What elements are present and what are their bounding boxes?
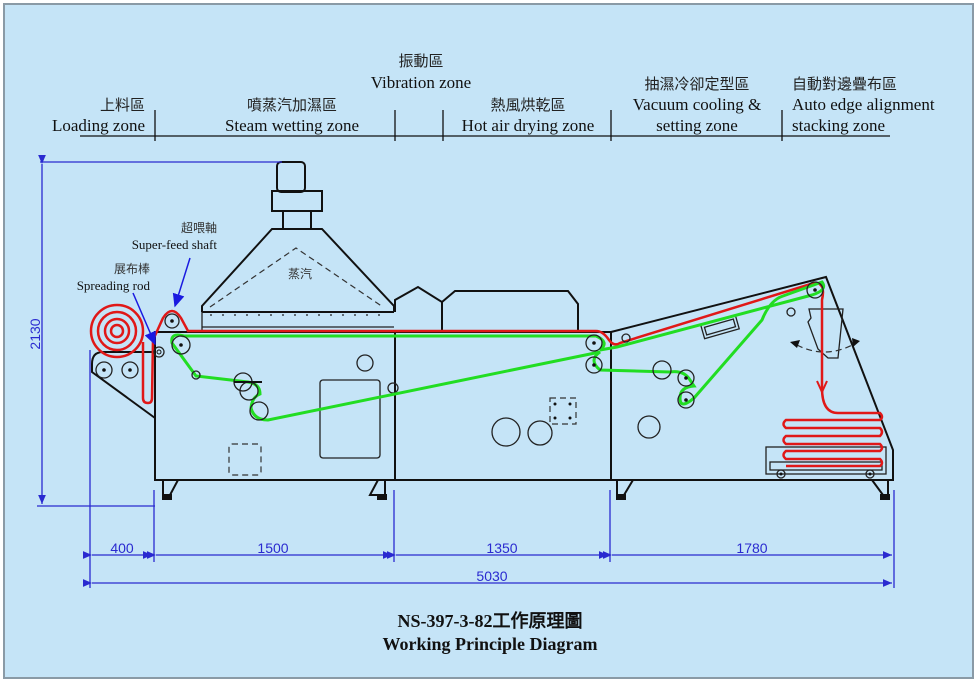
- fabric-line: [141, 281, 825, 405]
- zone-en-label: Hot air drying zone: [462, 116, 595, 135]
- zone-stacking: 自動對邊疊布區 Auto edge alignment stacking zon…: [792, 75, 935, 135]
- belt-path: [170, 280, 826, 422]
- diagram-title: NS-397-3-82工作原理圖 Working Principle Diagr…: [383, 610, 598, 654]
- steam-hood: 蒸汽: [201, 161, 395, 332]
- zone-header: 上料區 Loading zone 噴蒸汽加濕區 Steam wetting zo…: [52, 52, 935, 141]
- zone-en-label: stacking zone: [792, 116, 885, 135]
- superfeed-arrow-icon: [172, 257, 191, 308]
- callout-spreading: 展布棒 Spreading rod: [77, 262, 156, 346]
- zone-en-label: Steam wetting zone: [225, 116, 359, 135]
- vibration-hood: [394, 285, 443, 332]
- stacked-fabric: [782, 387, 884, 468]
- pulley: [387, 382, 399, 394]
- zone-cn-label: 熱風烘乾區: [490, 96, 565, 114]
- belt-line: [170, 280, 826, 422]
- rollers: [95, 281, 824, 421]
- zone-cn-label: 上料區: [100, 96, 145, 114]
- spreading-arrow-icon: [132, 292, 156, 346]
- zone-cn-label: 自動對邊疊布區: [792, 75, 897, 93]
- access-panel: [319, 379, 381, 459]
- swing-arc: [796, 342, 857, 353]
- dim-loading: 400: [110, 540, 134, 556]
- superfeed-en: Super-feed shaft: [132, 237, 218, 252]
- steam-label: 蒸汽: [288, 266, 312, 281]
- steam-fan-housing: [271, 190, 323, 212]
- pulley: [637, 415, 661, 439]
- fan-box: [549, 397, 577, 425]
- motor-box: [228, 443, 262, 476]
- zone-en-label: Vacuum cooling &: [633, 95, 761, 114]
- spreading-cn: 展布棒: [114, 262, 150, 276]
- fabric-path: [89, 281, 884, 468]
- zone-cn-label: 抽濕冷卻定型區: [644, 75, 749, 93]
- fabric-roll: [89, 303, 145, 359]
- swing-arrow-right-icon: [852, 338, 860, 347]
- drive-wheel: [527, 420, 553, 446]
- title-model: NS-397-3-82工作原理圖: [398, 610, 583, 631]
- zone-hotair: 熱風烘乾區 Hot air drying zone: [462, 96, 595, 135]
- zone-en-label: Loading zone: [52, 116, 145, 135]
- zone-cn-label: 噴蒸汽加濕區: [247, 96, 337, 114]
- super-feed-shaft: [164, 313, 180, 329]
- height-dim: 2130: [27, 318, 43, 349]
- drive-wheel: [491, 417, 521, 447]
- callout-superfeed: 超喂軸 Super-feed shaft: [132, 220, 218, 308]
- superfeed-cn: 超喂軸: [181, 220, 217, 235]
- dim-steam: 1500: [257, 540, 288, 556]
- zone-en-label: setting zone: [656, 116, 738, 135]
- title-subtitle: Working Principle Diagram: [383, 634, 598, 654]
- hot-air-hood: [441, 290, 579, 332]
- dim-cooling: 1780: [736, 540, 767, 556]
- cooling-stacking-cabinet: [610, 275, 894, 481]
- stacking-table: [765, 446, 887, 475]
- machine-legs: [162, 479, 890, 500]
- pulley: [356, 354, 374, 372]
- spreading-rod: [153, 346, 165, 358]
- zone-en-label: Auto edge alignment: [792, 95, 935, 114]
- dim-hotair: 1350: [486, 540, 517, 556]
- zone-steam: 噴蒸汽加濕區 Steam wetting zone: [225, 96, 359, 135]
- swing-arrow-left-icon: [790, 340, 800, 348]
- main-cabinet: [154, 331, 612, 481]
- zone-vibration: 振動區 Vibration zone: [371, 52, 471, 92]
- dim-total: 5030: [476, 568, 507, 584]
- dimensions: 2130 400 1500 1350 1780 5030: [27, 154, 895, 588]
- steam-chimney: [276, 161, 306, 193]
- spreading-en: Spreading rod: [77, 278, 151, 293]
- machine: 蒸汽: [91, 161, 894, 500]
- zone-vacuum: 抽濕冷卻定型區 Vacuum cooling & setting zone: [633, 75, 761, 135]
- zone-cn-label: 振動區: [398, 52, 443, 70]
- zone-en-label: Vibration zone: [371, 73, 471, 92]
- hood-inner-dash: [209, 247, 384, 308]
- zone-loading: 上料區 Loading zone: [52, 96, 145, 135]
- diagram-frame: [3, 3, 974, 679]
